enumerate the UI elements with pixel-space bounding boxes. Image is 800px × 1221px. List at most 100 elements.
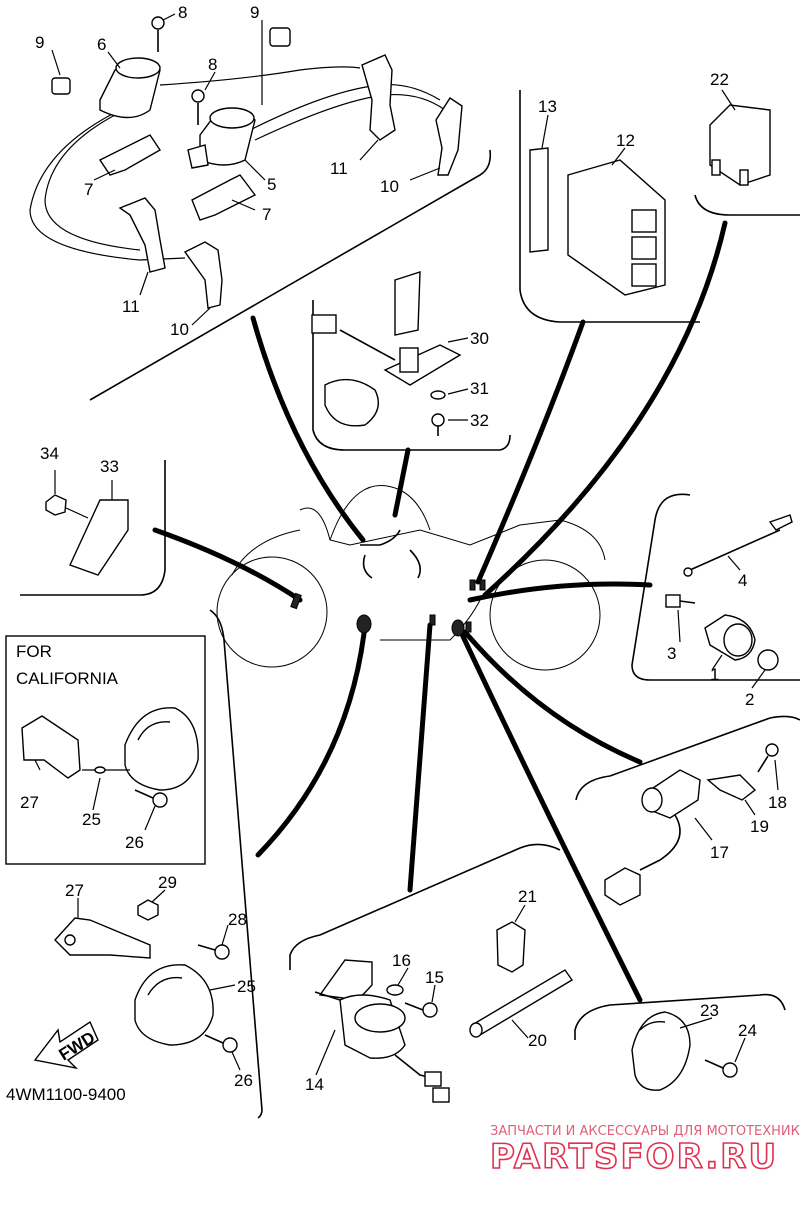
california-inset (5, 635, 206, 865)
inset-label-line1: FOR (16, 642, 52, 661)
motorcycle-outline (216, 485, 606, 671)
nut-34 (45, 494, 67, 516)
plug-cap-11b (118, 197, 166, 273)
horn-23 (631, 1011, 691, 1091)
callout-7a: 7 (84, 180, 93, 199)
callout-13: 13 (538, 97, 557, 116)
sender-bracket (394, 271, 421, 336)
reflector-33 (69, 499, 129, 576)
horn-25b (134, 964, 214, 1046)
callout-34: 34 (40, 444, 59, 463)
horn-bracket-27b (54, 917, 151, 959)
leader-ignition (250, 315, 366, 543)
callout-18: 18 (768, 793, 787, 812)
callout-10b: 10 (170, 320, 189, 339)
sender-float (324, 378, 379, 427)
callout-9a: 9 (35, 33, 44, 52)
plug-cap-10a (435, 97, 463, 176)
nut-29 (137, 899, 159, 921)
watermark-logo: PARTSFOR.RU (490, 1137, 778, 1177)
horn-group (631, 1011, 746, 1091)
motorcycle-part-marks (290, 529, 486, 637)
leader-fuel-sender (392, 447, 411, 518)
bolt-26b (204, 1034, 238, 1053)
callout-12: 12 (616, 131, 635, 150)
callout-30: 30 (470, 329, 489, 348)
callout-27b: 27 (65, 881, 84, 900)
leader-switch (467, 581, 653, 603)
callout-24: 24 (738, 1021, 757, 1040)
callout-numbers: 1 2 3 4 5 6 7 7 8 8 9 9 10 10 11 11 12 1… (20, 3, 787, 1094)
callout-10a: 10 (380, 177, 399, 196)
bolt-24 (704, 1059, 738, 1078)
leader-horn-left (255, 622, 368, 858)
callout-23: 23 (700, 1001, 719, 1020)
bracket-19 (706, 774, 757, 801)
frame-ecu-group (519, 90, 700, 323)
callout-26a: 26 (125, 833, 144, 852)
sender-connector (311, 314, 337, 334)
frame-horn-left-group (209, 609, 263, 1119)
frame-relay-group (694, 194, 800, 216)
frame-switch-group (631, 493, 800, 681)
sender-plate-30 (383, 344, 462, 386)
leader-lines (152, 220, 728, 1003)
callout-3: 3 (667, 644, 676, 663)
o-ring-2 (757, 649, 779, 671)
bolt-26a (134, 789, 168, 808)
bolt-8b (191, 89, 205, 125)
starter-bracket (318, 959, 373, 1001)
clamp-21 (496, 921, 526, 973)
plug-cap-10b (183, 241, 223, 309)
callout-19: 19 (750, 817, 769, 836)
group-frames (20, 90, 800, 1119)
horn-bracket-27a (21, 715, 81, 779)
nut-9a (51, 77, 71, 95)
coil-cover-7a (98, 134, 161, 176)
ignition-coil-5 (187, 107, 256, 169)
callout-28: 28 (228, 910, 247, 929)
callout-8a: 8 (178, 3, 187, 22)
leader-sensor (462, 629, 643, 765)
watermark-tagline: ЗАПЧАСТИ И АКСЕССУАРЫ ДЛЯ МОТОТЕХНИКИ (490, 1124, 800, 1139)
callout-2: 2 (745, 690, 754, 709)
callout-16: 16 (392, 951, 411, 970)
starter-connector-b (432, 1087, 450, 1103)
coil-cover-7b (191, 174, 257, 221)
sensor-group (604, 743, 779, 906)
leader-starter (407, 622, 433, 893)
leader-ecu (475, 319, 586, 585)
callout-11a: 11 (330, 159, 348, 178)
callout-27a: 27 (20, 793, 39, 812)
cable-4 (689, 529, 781, 571)
fwd-arrow: FWD (33, 1020, 99, 1070)
callout-20: 20 (528, 1031, 547, 1050)
washer-16 (386, 984, 404, 996)
inset-label-line2: CALIFORNIA (16, 669, 119, 688)
leader-reflector (152, 527, 303, 603)
frame-sensor-group (575, 715, 800, 801)
callout-21: 21 (518, 887, 537, 906)
callout-15: 15 (425, 968, 444, 987)
frame-horn-group (574, 993, 786, 1040)
starter-connector-a (424, 1071, 442, 1087)
callout-5: 5 (267, 175, 276, 194)
bolt-8a (151, 16, 165, 52)
frame-ignition-group (89, 149, 492, 401)
frame-reflector-group (20, 460, 166, 596)
horn-left-group (54, 889, 241, 1071)
reflector-group (45, 470, 129, 576)
ignition-group (29, 13, 463, 326)
fuel-sender-group (311, 271, 469, 436)
screw-32 (431, 413, 445, 436)
bolt-28 (197, 944, 230, 960)
rod-20 (469, 969, 574, 1038)
sensor-connector (604, 867, 641, 906)
leader-horn (457, 627, 643, 1003)
callout-32: 32 (470, 411, 489, 430)
callout-17: 17 (710, 843, 729, 862)
callout-29: 29 (158, 873, 177, 892)
callout-22: 22 (710, 70, 729, 89)
